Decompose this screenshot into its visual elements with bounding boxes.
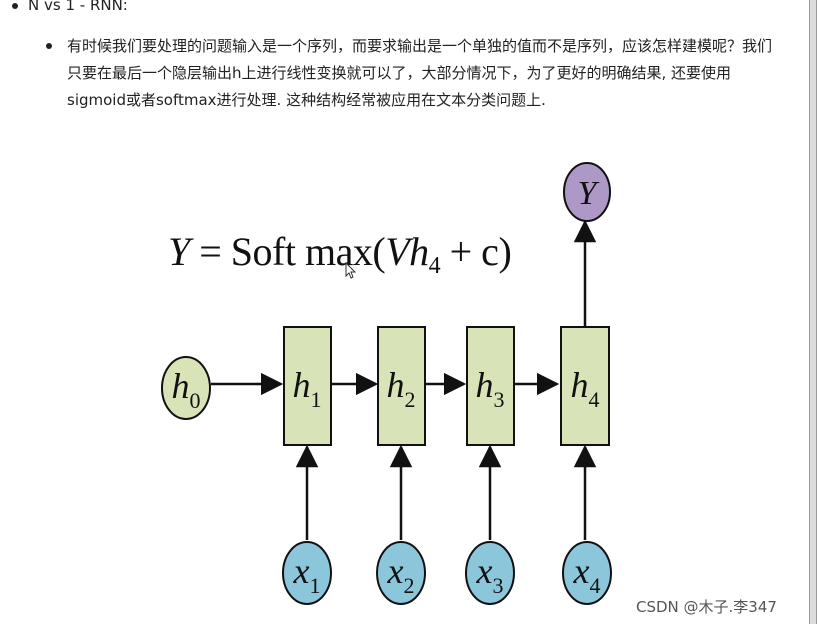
- formula-v: V: [385, 229, 410, 274]
- hidden-cell-h2: h2: [377, 326, 426, 446]
- softmax-formula: Y = Soft max(Vh4 + c): [168, 228, 512, 280]
- input-label: x2: [387, 551, 415, 598]
- rnn-diagram: Y h0 h1 h2 h3 h4 x1 x2 x3 x4: [161, 162, 612, 605]
- formula-h-sub: 4: [428, 253, 441, 279]
- input-node-x1: x1: [282, 541, 332, 605]
- hidden-cell-h1: h1: [283, 326, 332, 446]
- hidden-cell-h4: h4: [560, 326, 610, 446]
- heading-text: N vs 1 - RNN:: [28, 0, 128, 14]
- hidden-label: h2: [387, 365, 416, 412]
- formula-lhs: Y: [168, 229, 190, 274]
- hidden-cell-h3: h3: [466, 326, 515, 446]
- input-label: x3: [476, 551, 504, 598]
- section-heading: N vs 1 - RNN:: [12, 0, 128, 14]
- bullet-dot: [46, 43, 52, 49]
- input-node-x4: x4: [562, 541, 612, 605]
- mouse-cursor-icon: [345, 262, 357, 279]
- input-label: x4: [573, 551, 601, 598]
- input-node-x3: x3: [465, 541, 515, 605]
- paragraph-text: 有时候我们要处理的问题输入是一个序列，而要求输出是一个单独的值而不是序列，应该怎…: [67, 37, 773, 109]
- bullet-dot: [12, 2, 18, 9]
- input-label: x1: [293, 551, 321, 598]
- formula-tail: + c): [440, 229, 512, 274]
- hidden-label: h4: [571, 365, 600, 412]
- output-node: [563, 162, 611, 222]
- scrollbar-thumb[interactable]: [810, 0, 816, 624]
- watermark: CSDN @木子.李347: [636, 598, 777, 616]
- output-label: Y: [578, 175, 600, 212]
- hidden-label: h3: [476, 365, 505, 412]
- formula-eq: = Soft max(: [189, 229, 386, 274]
- formula-h: h: [409, 229, 429, 274]
- h0-label: h0: [172, 366, 201, 413]
- h0-node: [161, 356, 211, 420]
- input-node-x2: x2: [376, 541, 426, 605]
- hidden-label: h1: [293, 365, 322, 412]
